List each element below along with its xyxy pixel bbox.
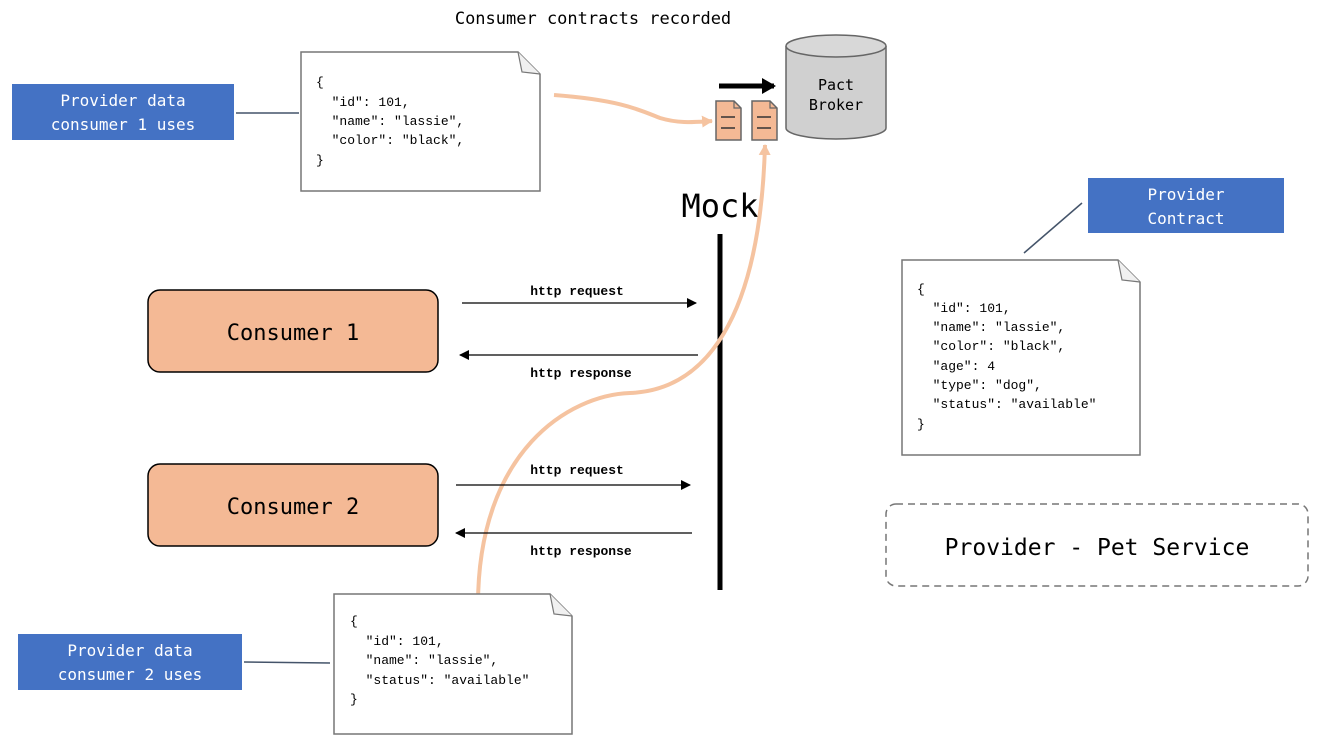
doc-line: { (316, 75, 324, 90)
svg-text:Provider: Provider (1147, 185, 1224, 204)
doc-line: "status": "available" (350, 673, 529, 688)
consumer2-label: Consumer 2 (227, 495, 359, 520)
consumer2-box: Consumer 2 (147, 463, 439, 547)
doc-line: "name": "lassie", (316, 114, 464, 129)
consumer1-request-label: http request (530, 284, 624, 299)
doc-line: "id": 101, (316, 95, 410, 110)
doc-line: { (917, 282, 925, 297)
svg-text:Provider data: Provider data (67, 641, 192, 660)
label-connector (1023, 202, 1083, 254)
svg-text:consumer 2 uses: consumer 2 uses (58, 665, 203, 684)
consumer2-data-document: { "id": 101, "name": "lassie", "status":… (333, 593, 573, 735)
doc-line: { (350, 614, 358, 629)
label-connector (243, 661, 331, 664)
doc-line: } (316, 153, 324, 168)
doc-line: "type": "dog", (917, 378, 1042, 393)
consumer1-response-label: http response (530, 366, 632, 381)
consumer1-contract-flow (553, 93, 713, 128)
consumer2-contract-flow (476, 144, 771, 606)
diagram-title: Consumer contracts recorded (455, 9, 731, 29)
broker-label-line2: Broker (809, 96, 863, 114)
consumer1-data-document: { "id": 101, "name": "lassie", "color": … (300, 51, 541, 192)
svg-text:consumer 1 uses: consumer 1 uses (51, 115, 196, 134)
svg-text:Contract: Contract (1147, 209, 1224, 228)
doc-line: "status": "available" (917, 397, 1096, 412)
provider-service-box: Provider - Pet Service (885, 503, 1309, 587)
consumer2-request-label: http request (530, 463, 624, 478)
consumer1-label: Consumer 1 (227, 321, 359, 346)
broker-label-line1: Pact (818, 76, 854, 94)
doc-line: "color": "black", (316, 133, 464, 148)
svg-text:Provider data: Provider data (60, 91, 185, 110)
provider-service-label: Provider - Pet Service (945, 535, 1250, 561)
doc-line: } (350, 692, 358, 707)
consumer1-data-label: Provider data consumer 1 uses (12, 84, 234, 140)
doc-line: "name": "lassie", (917, 320, 1065, 335)
provider-contract-label: Provider Contract (1088, 178, 1284, 233)
contract-file-icon (751, 100, 778, 141)
provider-contract-document: { "id": 101, "name": "lassie", "color": … (901, 259, 1141, 456)
consumer2-data-label: Provider data consumer 2 uses (18, 634, 242, 690)
doc-line: "color": "black", (917, 339, 1065, 354)
pact-broker-database: Pact Broker (785, 34, 887, 140)
doc-line: } (917, 417, 925, 432)
contract-file-icon (715, 100, 742, 141)
consumer1-box: Consumer 1 (147, 289, 439, 373)
consumer2-response-label: http response (530, 544, 632, 559)
doc-line: "name": "lassie", (350, 653, 498, 668)
mock-label: Mock (681, 187, 758, 225)
doc-line: "id": 101, (917, 301, 1011, 316)
doc-line: "id": 101, (350, 634, 444, 649)
doc-line: "age": 4 (917, 359, 995, 374)
